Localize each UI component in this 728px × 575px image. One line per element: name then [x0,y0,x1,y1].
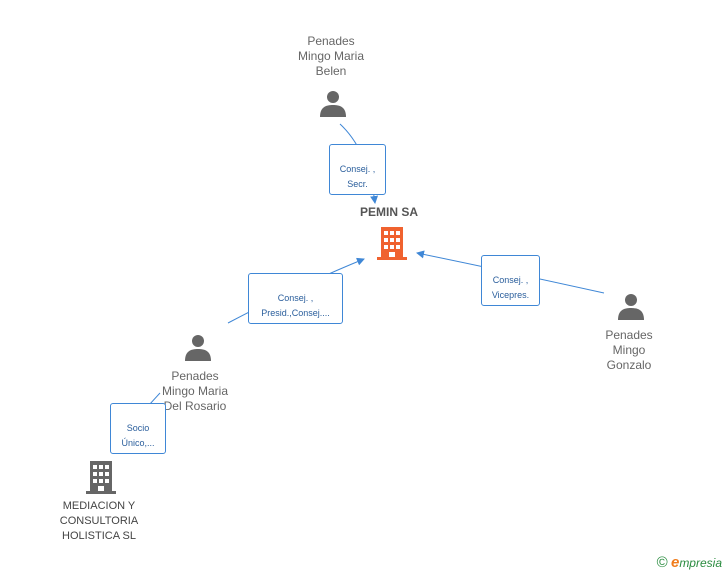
node-company-pemin[interactable]: PEMIN SA [339,205,439,220]
edge-label-rosario-mediacion[interactable]: Socio Único,... [110,403,166,454]
brand-logo-e: e [670,554,680,571]
node-person-gonzalo[interactable]: Penades Mingo Gonzalo [584,328,674,373]
copyright-icon: © [656,554,668,571]
edge-label-rosario-pemin[interactable]: Consej. , Presid.,Consej.... [248,273,343,324]
person-icon [185,335,211,361]
edge-label-gonzalo-pemin[interactable]: Consej. , Vicepres. [481,255,540,306]
edge-label-belen-pemin[interactable]: Consej. , Secr. [329,144,386,195]
node-name: MEDIACION Y CONSULTORIA HOLISTICA SL [59,500,139,542]
node-company-mediacion[interactable]: MEDIACION Y CONSULTORIA HOLISTICA SL [48,499,150,544]
brand-logo-text: mpresia [679,556,722,570]
edge-label-text: Consej. , Vicepres. [491,275,530,300]
empresia-brand: © empresia [657,554,722,571]
node-person-rosario[interactable]: Penades Mingo Maria Del Rosario [145,369,245,414]
edge-label-text: Consej. , Presid.,Consej.... [261,293,330,318]
edge-label-text: Consej. , Secr. [339,164,376,189]
building-icon [86,461,116,494]
node-name: PEMIN SA [359,205,418,219]
node-name: Penades Mingo Maria Belen [297,34,365,78]
building-icon [377,227,407,260]
node-name: Penades Mingo Maria Del Rosario [161,369,229,413]
edge-label-text: Socio Único,... [121,423,155,448]
node-name: Penades Mingo Gonzalo [605,328,653,372]
person-icon [618,294,644,320]
node-person-belen[interactable]: Penades Mingo Maria Belen [280,34,382,79]
person-icon [320,91,346,117]
